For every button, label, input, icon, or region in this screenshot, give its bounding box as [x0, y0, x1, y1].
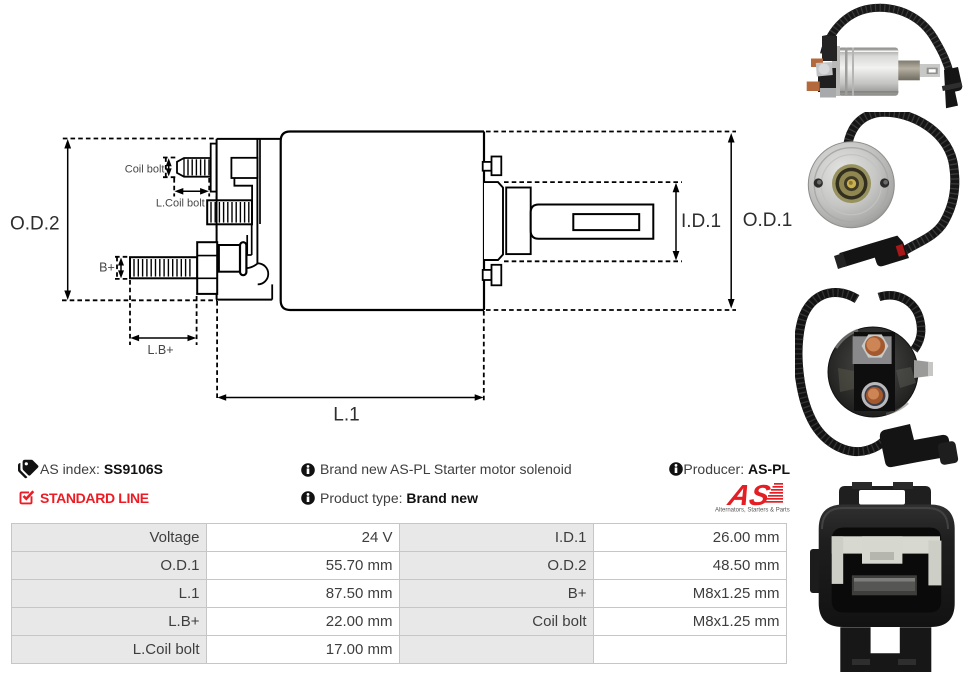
- svg-text:Alternators, Starters & Parts: Alternators, Starters & Parts: [715, 508, 790, 514]
- svg-text:AS: AS: [724, 480, 774, 512]
- svg-text:O.D.1: O.D.1: [743, 210, 793, 231]
- svg-text:L.Coil bolt: L.Coil bolt: [156, 198, 205, 210]
- svg-text:Coil bolt: Coil bolt: [125, 163, 165, 175]
- svg-text:O.D.2: O.D.2: [10, 214, 60, 235]
- svg-text:I.D.1: I.D.1: [681, 211, 721, 232]
- svg-text:L.B+: L.B+: [147, 343, 173, 357]
- svg-text:L.1: L.1: [333, 405, 359, 426]
- svg-text:B+: B+: [99, 261, 115, 275]
